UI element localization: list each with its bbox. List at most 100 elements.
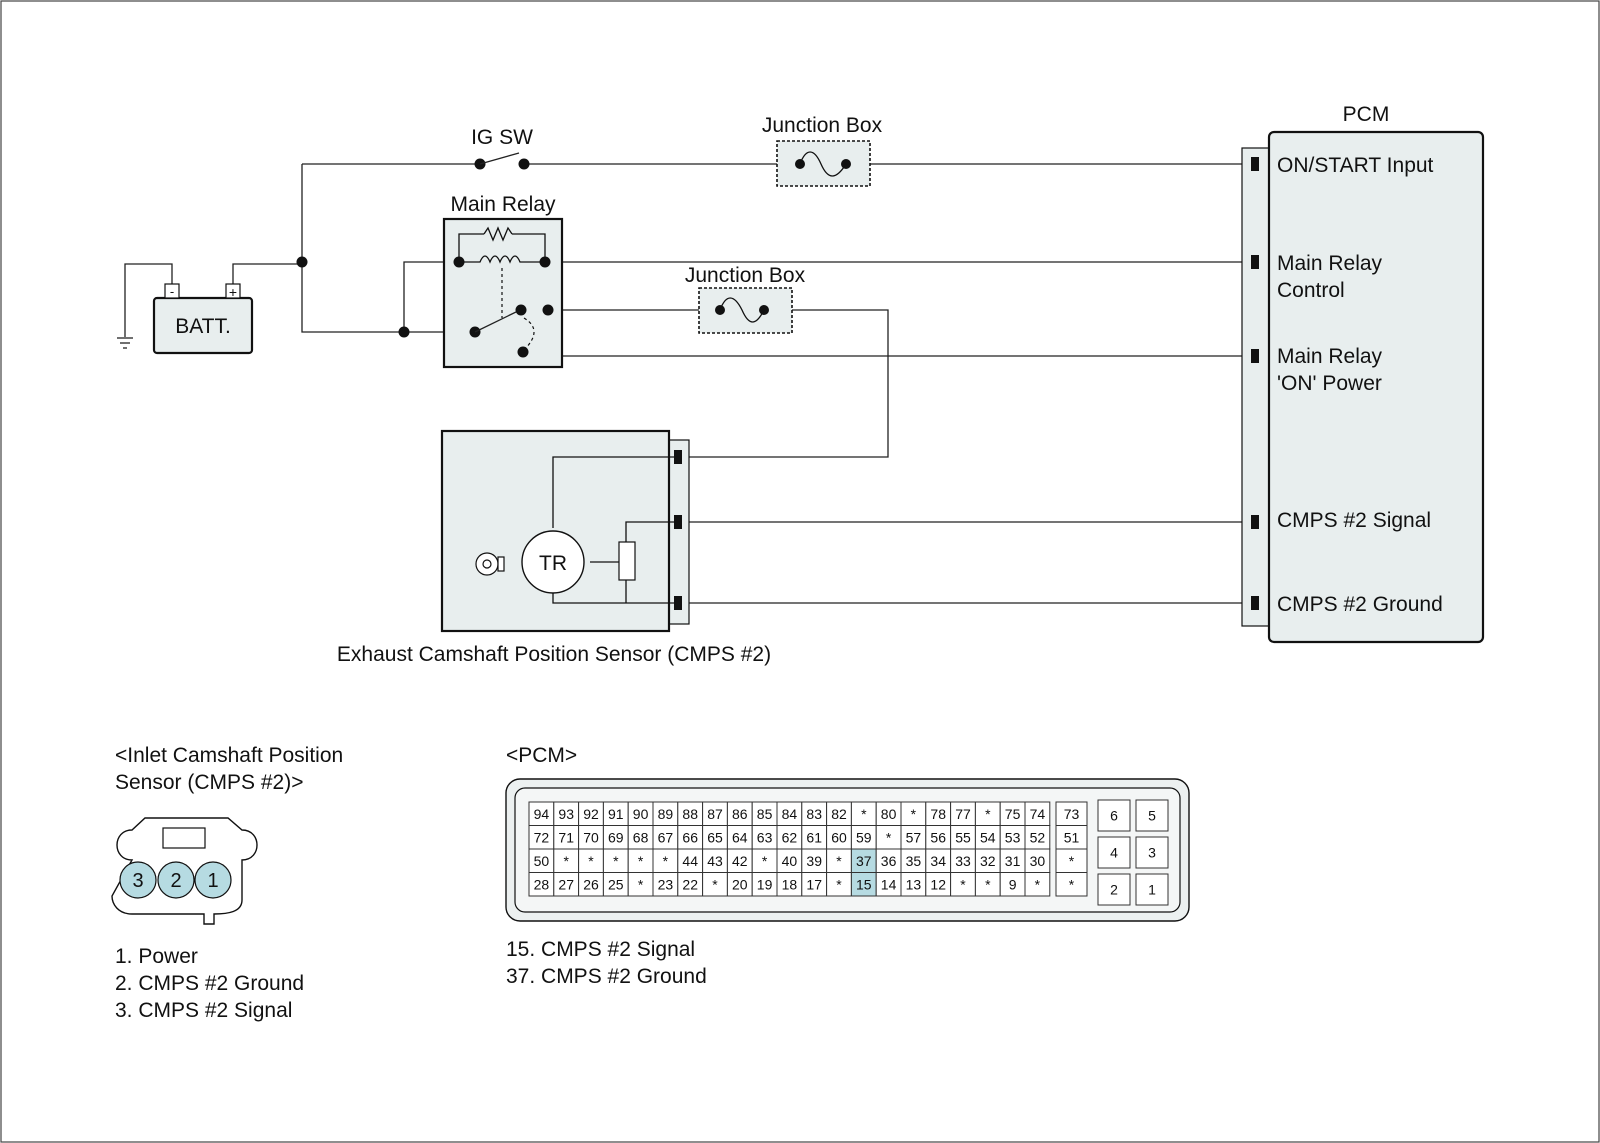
pcm-pin-number: 25 — [608, 876, 624, 892]
pcm-pin-cell — [1055, 872, 1088, 897]
pcm-pin-cell — [1135, 799, 1169, 832]
pcm-pin-number: 73 — [1064, 806, 1080, 822]
junction-box-2-body — [698, 287, 793, 334]
relay-switch-icon — [474, 311, 517, 333]
pcm-pin — [1251, 255, 1259, 269]
pcm-pin-label: ON/START Input — [1277, 154, 1434, 177]
pcm-pin-number: 74 — [1030, 806, 1046, 822]
pcm-module: PCM ON/START Input Main Relay Control Ma… — [1241, 103, 1485, 644]
battery-body — [152, 296, 254, 355]
pcm-pin-cell — [1097, 836, 1131, 869]
pcm-pin-number: 77 — [955, 806, 971, 822]
pcm-pin-number: 53 — [1005, 829, 1021, 845]
junction-dot — [296, 256, 308, 268]
transistor-label: TR — [539, 552, 567, 575]
pcm-pin-label: 'ON' Power — [1277, 372, 1382, 395]
pcm-pin-number: * — [712, 876, 718, 892]
pcm-pin-number: 1 — [1148, 882, 1156, 898]
pcm-pin-number: 2 — [1110, 882, 1118, 898]
pcm-pin-number: 33 — [955, 853, 971, 869]
inlet-connector-title: <Inlet Camshaft Position — [115, 744, 343, 767]
pcm-pin-label: Main Relay — [1277, 345, 1383, 368]
sensor-power-wire — [680, 309, 889, 458]
coil-icon — [459, 255, 545, 264]
pcm-pin-number: 65 — [707, 829, 723, 845]
battery: - + BATT. — [152, 283, 254, 355]
pcm-pin-number: * — [911, 806, 917, 822]
pcm-pin-number: 15 — [856, 876, 872, 892]
inlet-legend-item: 2. CMPS #2 Ground — [115, 972, 304, 995]
relay-coil-feed-wire — [403, 261, 459, 332]
pcm-pin-cell — [1097, 873, 1131, 906]
pcm-pin-number: 30 — [1030, 853, 1046, 869]
main-relay: Main Relay — [442, 193, 564, 369]
pcm-pin-number: * — [613, 853, 619, 869]
pcm-pin-number: * — [836, 876, 842, 892]
pcm-pin-number: 59 — [856, 829, 872, 845]
pcm-pin-number: 4 — [1110, 845, 1118, 861]
pcm-pin-number: 37 — [856, 853, 872, 869]
junction-box-1-label: Junction Box — [762, 114, 883, 137]
ignition-switch: IG SW — [471, 126, 533, 170]
pcm-pin-number: 88 — [682, 806, 698, 822]
pcm-pin-number: 68 — [633, 829, 649, 845]
pcm-pin-number: 32 — [980, 853, 996, 869]
connector-pin-number: 2 — [170, 870, 181, 892]
inlet-connector-title: Sensor (CMPS #2)> — [115, 771, 304, 794]
pcm-pin-number: 43 — [707, 853, 723, 869]
pcm-pin-number: 83 — [806, 806, 822, 822]
pcm-pin — [1251, 596, 1259, 610]
pcm-pin-number: 78 — [930, 806, 946, 822]
pcm-pin-label: Main Relay — [1277, 252, 1383, 275]
pcm-pin — [1251, 349, 1259, 363]
pcm-pin-number: 35 — [906, 853, 922, 869]
pcm-pin-number: 50 — [534, 853, 550, 869]
pcm-pin-number: * — [1069, 853, 1075, 869]
pcm-pin-number: 87 — [707, 806, 723, 822]
pcm-pin-number: * — [1069, 876, 1075, 892]
pcm-pin-number: 39 — [806, 853, 822, 869]
connector-pin-number: 3 — [132, 870, 143, 892]
pcm-pin-number: 75 — [1005, 806, 1021, 822]
pcm-pin-label: CMPS #2 Ground — [1277, 593, 1443, 616]
pcm-pin-number: * — [960, 876, 966, 892]
pcm-pin-number: 22 — [682, 876, 698, 892]
pcm-pin-number: 12 — [930, 876, 946, 892]
pcm-pin-number: 84 — [782, 806, 798, 822]
main-relay-label: Main Relay — [450, 193, 556, 216]
pcm-pin-number: 54 — [980, 829, 996, 845]
pcm-pin-number: * — [638, 853, 644, 869]
pcm-pin-cell — [1135, 873, 1169, 906]
pcm-pin — [1251, 157, 1259, 171]
pcm-pin-number: 72 — [534, 829, 550, 845]
pcm-pin-number: 60 — [831, 829, 847, 845]
pcm-pin-number: 70 — [583, 829, 599, 845]
pcm-pin-number: 5 — [1148, 808, 1156, 824]
transistor-icon — [521, 530, 585, 594]
pcm-pin-cell — [1024, 872, 1051, 897]
pcm-pin-number: 56 — [930, 829, 946, 845]
pcm-pin-number: 3 — [1148, 845, 1156, 861]
pcm-pin-number: 66 — [682, 829, 698, 845]
pcm-pin-number: 44 — [682, 853, 698, 869]
pcm-pin-cell — [1135, 836, 1169, 869]
pcm-connector-title: <PCM> — [506, 744, 577, 767]
pcm-pin-number: * — [762, 853, 768, 869]
pcm-pin-number: 93 — [558, 806, 574, 822]
pcm-pin-number: 64 — [732, 829, 748, 845]
pcm-pin-number: 92 — [583, 806, 599, 822]
exhaust-cmps-sensor: TR Exhaust Camshaft Position Sensor (CMP… — [337, 429, 771, 666]
battery-ground-wire — [124, 263, 173, 337]
pcm-pin-number: * — [985, 876, 991, 892]
pcm-pin-number: 9 — [1009, 876, 1017, 892]
pcm-pin-label: Control — [1277, 279, 1345, 302]
sensor-pin — [674, 515, 682, 529]
junction-box-2: Junction Box — [685, 264, 806, 334]
target-wheel-icon — [475, 552, 505, 576]
pcm-pin-number: 31 — [1005, 853, 1021, 869]
pcm-pin-cell — [1097, 799, 1131, 832]
pcm-pin-number: * — [638, 876, 644, 892]
pcm-pin-number: 6 — [1110, 808, 1118, 824]
